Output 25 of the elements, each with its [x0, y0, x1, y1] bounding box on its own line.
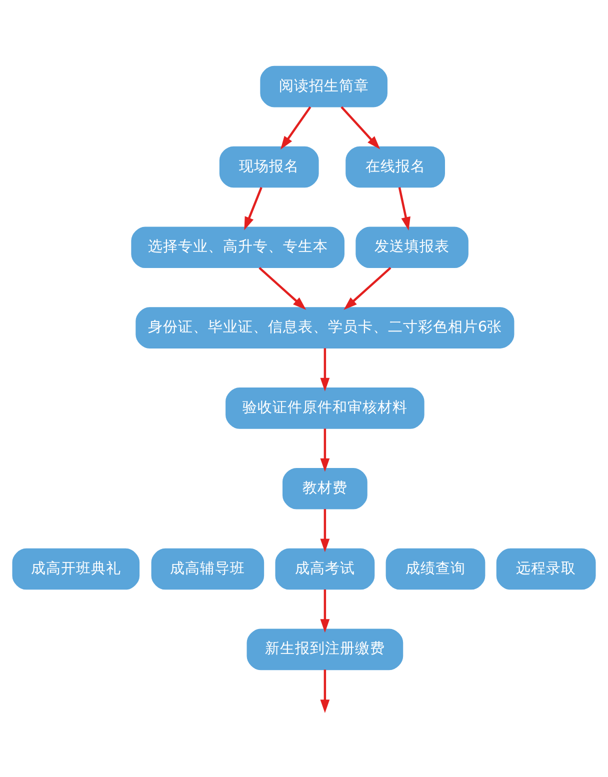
node-box: 成高辅导班 [151, 548, 264, 590]
arrow [320, 428, 330, 472]
node-box: 选择专业、高升专、专生本 [131, 226, 344, 268]
arrow [258, 267, 306, 310]
node-box: 成高考试 [275, 548, 375, 590]
node-box: 在线报名 [346, 146, 445, 188]
arrow [344, 266, 392, 310]
node-box: 验收证件原件和审核材料 [226, 388, 424, 429]
node-box: 教材费 [282, 468, 368, 510]
node-box: 发送填报表 [356, 226, 468, 268]
arrow [320, 509, 330, 552]
node-box: 现场报名 [219, 146, 319, 188]
arrow [398, 187, 410, 230]
node-box: 成高开班典礼 [12, 548, 140, 590]
node-box: 新生报到注册缴费 [246, 628, 404, 670]
arrow [280, 106, 312, 150]
arrow [320, 670, 330, 714]
node-box: 阅读招生简章 [260, 66, 388, 108]
arrow [320, 589, 330, 633]
arrow [340, 106, 380, 150]
node-box: 远程录取 [496, 548, 596, 590]
node-box: 成绩查询 [386, 548, 486, 590]
node-box: 身份证、毕业证、信息表、学员卡、二寸彩色相片6张 [136, 307, 514, 348]
arrow [244, 187, 262, 230]
arrow [320, 348, 330, 392]
